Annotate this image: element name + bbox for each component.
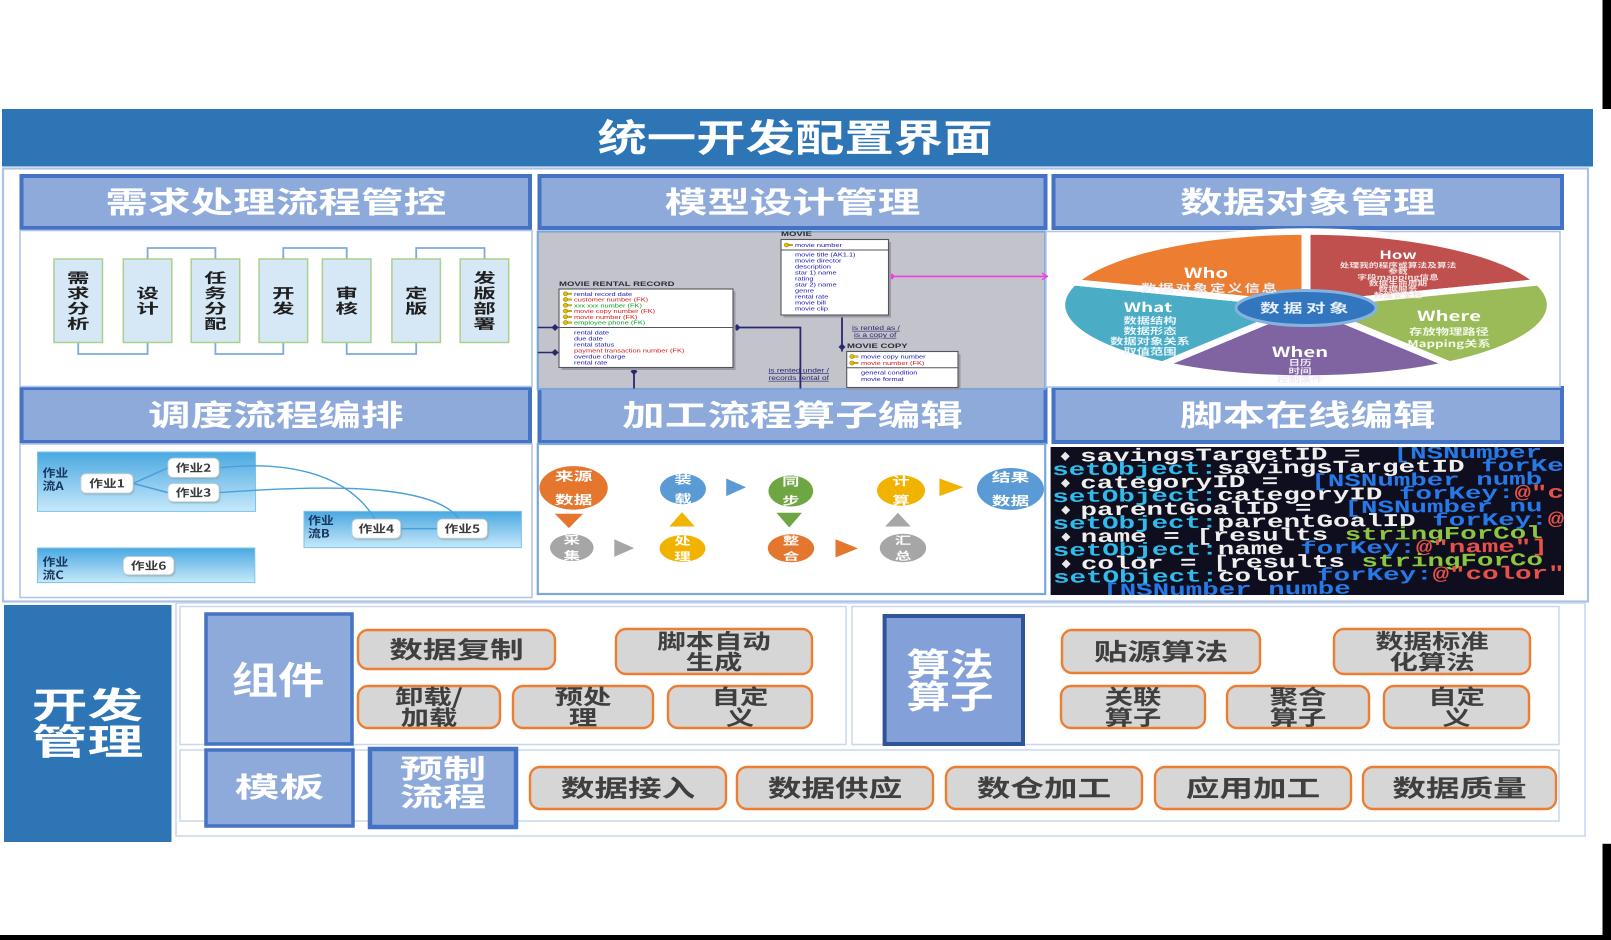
svg-text:[NSNumber nu: [NSNumber nu [1344,497,1542,519]
svg-text:is rented under /: is rented under / [769,367,831,375]
svg-text:customer number (FK): customer number (FK) [574,297,648,303]
svg-text:color: color [1218,566,1301,587]
svg-text:movie copy number (FK): movie copy number (FK) [574,309,655,315]
svg-text:movie director: movie director [795,258,842,264]
svg-text:MOVIE: MOVIE [781,230,812,237]
svg-text:overdue charge: overdue charge [574,354,626,360]
svg-text:forKey:: forKey: [1300,538,1416,559]
svg-text:categoryID: categoryID [1217,484,1382,506]
svg-text:movie number (FK): movie number (FK) [574,314,637,320]
svg-text:movie title (AK1.1): movie title (AK1.1) [795,252,856,258]
svg-text:general condition: general condition [861,370,918,376]
svg-text:savingsTargetID: savingsTargetID [1217,457,1465,479]
svg-text:@"color": @"color" [1433,564,1565,585]
svg-text:star 2) name: star 2) name [795,282,837,288]
svg-text:employee phone (FK): employee phone (FK) [574,320,645,326]
svg-text:forKey:: forKey: [1317,565,1433,586]
svg-text:forKe: forKe [1481,456,1564,477]
svg-text:color = [results: color = [results [1081,552,1345,574]
svg-text:forKey:: forKey: [1432,510,1548,531]
svg-text:setObject:: setObject: [1052,459,1217,481]
svg-text:rental rate: rental rate [795,294,829,300]
svg-text:is a copy of: is a copy of [854,331,897,339]
svg-text:forKey:: forKey: [1399,483,1515,504]
svg-text:stringForCo: stringForCo [1361,550,1543,572]
svg-text:[NSNumber: [NSNumber [1393,443,1542,464]
svg-text:MOVIE COPY: MOVIE COPY [847,342,908,349]
svg-text:categoryID =: categoryID = [1080,472,1278,494]
svg-text:movie bill: movie bill [795,300,826,306]
svg-text:@"name"]: @"name"] [1416,537,1548,558]
svg-text:movie copy number: movie copy number [861,354,927,360]
svg-text:savingsTargetID =: savingsTargetID = [1080,444,1361,467]
svg-text:@"p: @"p [1548,510,1598,531]
svg-text:movie format: movie format [861,377,904,383]
svg-text:parentGoalID =: parentGoalID = [1080,499,1311,521]
svg-text:parentGoalID: parentGoalID [1218,511,1416,533]
svg-text:rating: rating [795,276,814,282]
svg-text:name = [results: name = [results [1081,525,1329,547]
svg-text:description: description [795,264,831,270]
svg-text:[NSNumber numbe: [NSNumber numbe [1103,579,1351,601]
svg-text:setObject:: setObject: [1053,513,1218,535]
svg-text:movie number (FK): movie number (FK) [861,361,924,367]
svg-text:payment transaction number (FK: payment transaction number (FK) [574,348,684,354]
svg-text:[NSNumber numb: [NSNumber numb [1311,470,1542,492]
svg-text:MOVIE RENTAL RECORD: MOVIE RENTAL RECORD [559,280,675,287]
svg-text:rental date: rental date [574,330,609,336]
svg-text:records rental of: records rental of [769,374,831,382]
svg-text:movie clip: movie clip [795,306,828,312]
svg-text:xxx xxx number (FK): xxx xxx number (FK) [574,303,642,309]
svg-text:genre: genre [795,288,814,294]
svg-text:setObject:: setObject: [1052,486,1217,508]
svg-text:is rented as /: is rented as / [852,324,901,332]
svg-text:setObject:: setObject: [1053,567,1218,589]
svg-text:rental status: rental status [574,342,615,348]
svg-text:stringForCol: stringForCol [1345,523,1543,545]
svg-text:due date: due date [574,336,603,342]
svg-text:name: name [1218,539,1284,560]
svg-text:setObject:: setObject: [1053,540,1218,562]
svg-text:movie number: movie number [795,243,843,249]
svg-text:star 1) name: star 1) name [795,270,837,276]
svg-text:rental rate: rental rate [574,360,608,366]
svg-text:@"ca: @"ca [1514,483,1580,504]
svg-text:rental record date: rental record date [574,291,632,297]
